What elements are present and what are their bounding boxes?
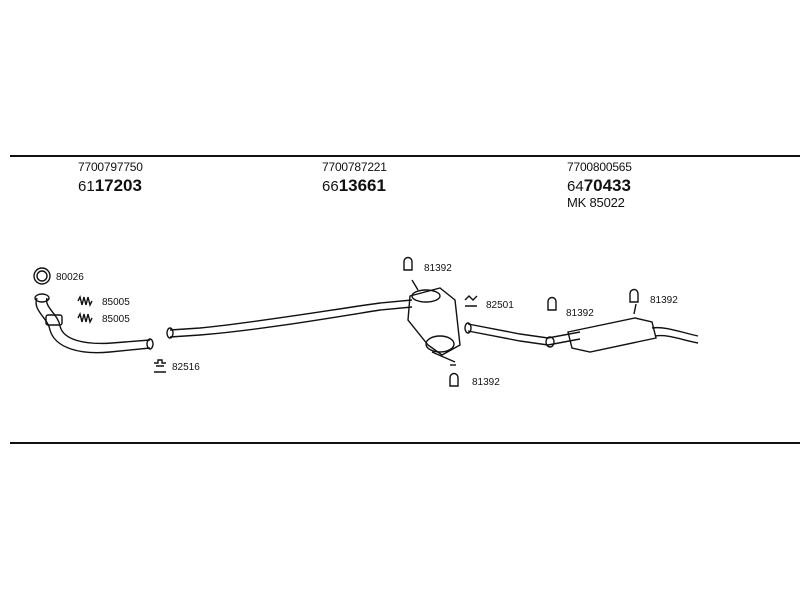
rear-silencer-part-number: 6470433 [567, 176, 631, 195]
spring-icon-2 [77, 311, 93, 325]
middle-silencer [407, 287, 461, 356]
hanger-rear-right-icon [629, 288, 639, 303]
top-divider [10, 155, 800, 157]
middle-pipe-oe-number: 7700787221 [322, 160, 387, 174]
clamp-mid-icon [464, 295, 478, 307]
hanger-mid-top-icon [403, 256, 413, 271]
middle-pipe-part-number: 6613661 [322, 176, 386, 195]
hanger-rear-left-icon [547, 296, 557, 311]
front-pipe [35, 297, 151, 354]
hanger-mid-top-code: 81392 [424, 263, 452, 274]
front-pipe-oe-number: 7700797750 [78, 160, 143, 174]
spring-icon [77, 294, 93, 308]
spring-code-1: 85005 [102, 297, 130, 308]
ring-gasket-icon [33, 267, 51, 285]
rear-silencer [567, 317, 657, 353]
spring-code-2: 85005 [102, 314, 130, 325]
ring-code: 80026 [56, 272, 84, 283]
rear-silencer-oe-number: 7700800565 [567, 160, 632, 174]
hanger-mid-bottom-icon [449, 372, 459, 387]
clamp-mid-code: 82501 [486, 300, 514, 311]
mounting-kit-number: MK 85022 [567, 195, 625, 210]
clamp-front-code: 82516 [172, 362, 200, 373]
front-pipe-part-number: 6117203 [78, 176, 142, 195]
middle-pipe [169, 299, 413, 331]
clamp-front-icon [154, 359, 166, 373]
bottom-divider [10, 442, 800, 444]
rear-pipe [467, 323, 581, 339]
hanger-rear-left-code: 81392 [566, 308, 594, 319]
hanger-mid-bottom-code: 81392 [472, 377, 500, 388]
hanger-rear-right-code: 81392 [650, 295, 678, 306]
